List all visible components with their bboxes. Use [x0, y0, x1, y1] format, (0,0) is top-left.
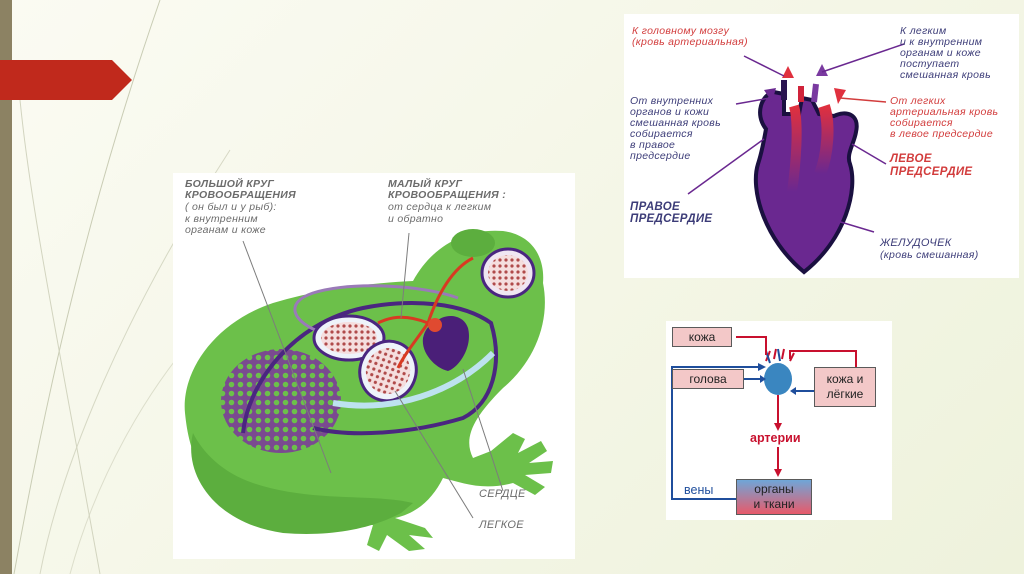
heart-label: СЕРДЦЕ — [479, 489, 526, 500]
skin-lungs-line1: кожа и — [815, 372, 875, 387]
organs-box: органы и ткани — [736, 479, 812, 515]
organs-line1: органы — [737, 482, 811, 497]
frog-circulation-diagram: БОЛЬШОЙ КРУГ КРОВООБРАЩЕНИЯ ( он был и у… — [173, 173, 575, 559]
to-lungs-5: смешанная кровь — [900, 70, 991, 81]
arteries-label: артерии — [750, 431, 801, 445]
small-circle-desc-1: от сердца к легким — [388, 202, 491, 213]
ventricle-2: (кровь смешанная) — [880, 250, 979, 261]
veins-label: вены — [684, 483, 713, 497]
ventricle-1: ЖЕЛУДОЧЕК — [880, 238, 952, 249]
organs-line2: и ткани — [737, 497, 811, 512]
big-circle-title-2: КРОВООБРАЩЕНИЯ — [185, 190, 296, 201]
arrow-from-lungs — [834, 88, 846, 104]
skin-capillary-net — [221, 349, 341, 453]
to-brain-2: (кровь артериальная) — [632, 37, 748, 48]
heart-body — [756, 92, 857, 272]
skin-box: кожа — [672, 327, 732, 347]
from-lungs-4: в левое предсердие — [890, 129, 993, 140]
left-atrium-1: ЛЕВОЕ — [890, 154, 932, 165]
big-circle-desc-1: ( он был и у рыб): — [185, 202, 277, 213]
left-atrium-2: ПРЕДСЕРДИЕ — [890, 167, 972, 178]
right-atrium-2: ПРЕДСЕРДИЕ — [630, 214, 712, 225]
scheme-heart — [764, 363, 792, 395]
from-organs-6: предсердие — [630, 151, 691, 162]
frog-heart-diagram: К головному мозгу (кровь артериальная) К… — [624, 14, 1019, 278]
big-circle-desc-3: органам и коже — [185, 225, 266, 236]
skin-lungs-box: кожа и лёгкие — [814, 367, 876, 407]
head-box: голова — [672, 369, 744, 389]
small-circle-desc-2: и обратно — [388, 214, 443, 225]
small-circle-title-2: КРОВООБРАЩЕНИЯ : — [388, 190, 506, 201]
right-atrium-1: ПРАВОЕ — [630, 202, 680, 213]
circulation-scheme: кожа голова кожа и лёгкие артерии вены о… — [666, 321, 892, 520]
skin-lungs-line2: лёгкие — [815, 387, 875, 402]
lung-label: ЛЕГКОЕ — [479, 520, 524, 531]
